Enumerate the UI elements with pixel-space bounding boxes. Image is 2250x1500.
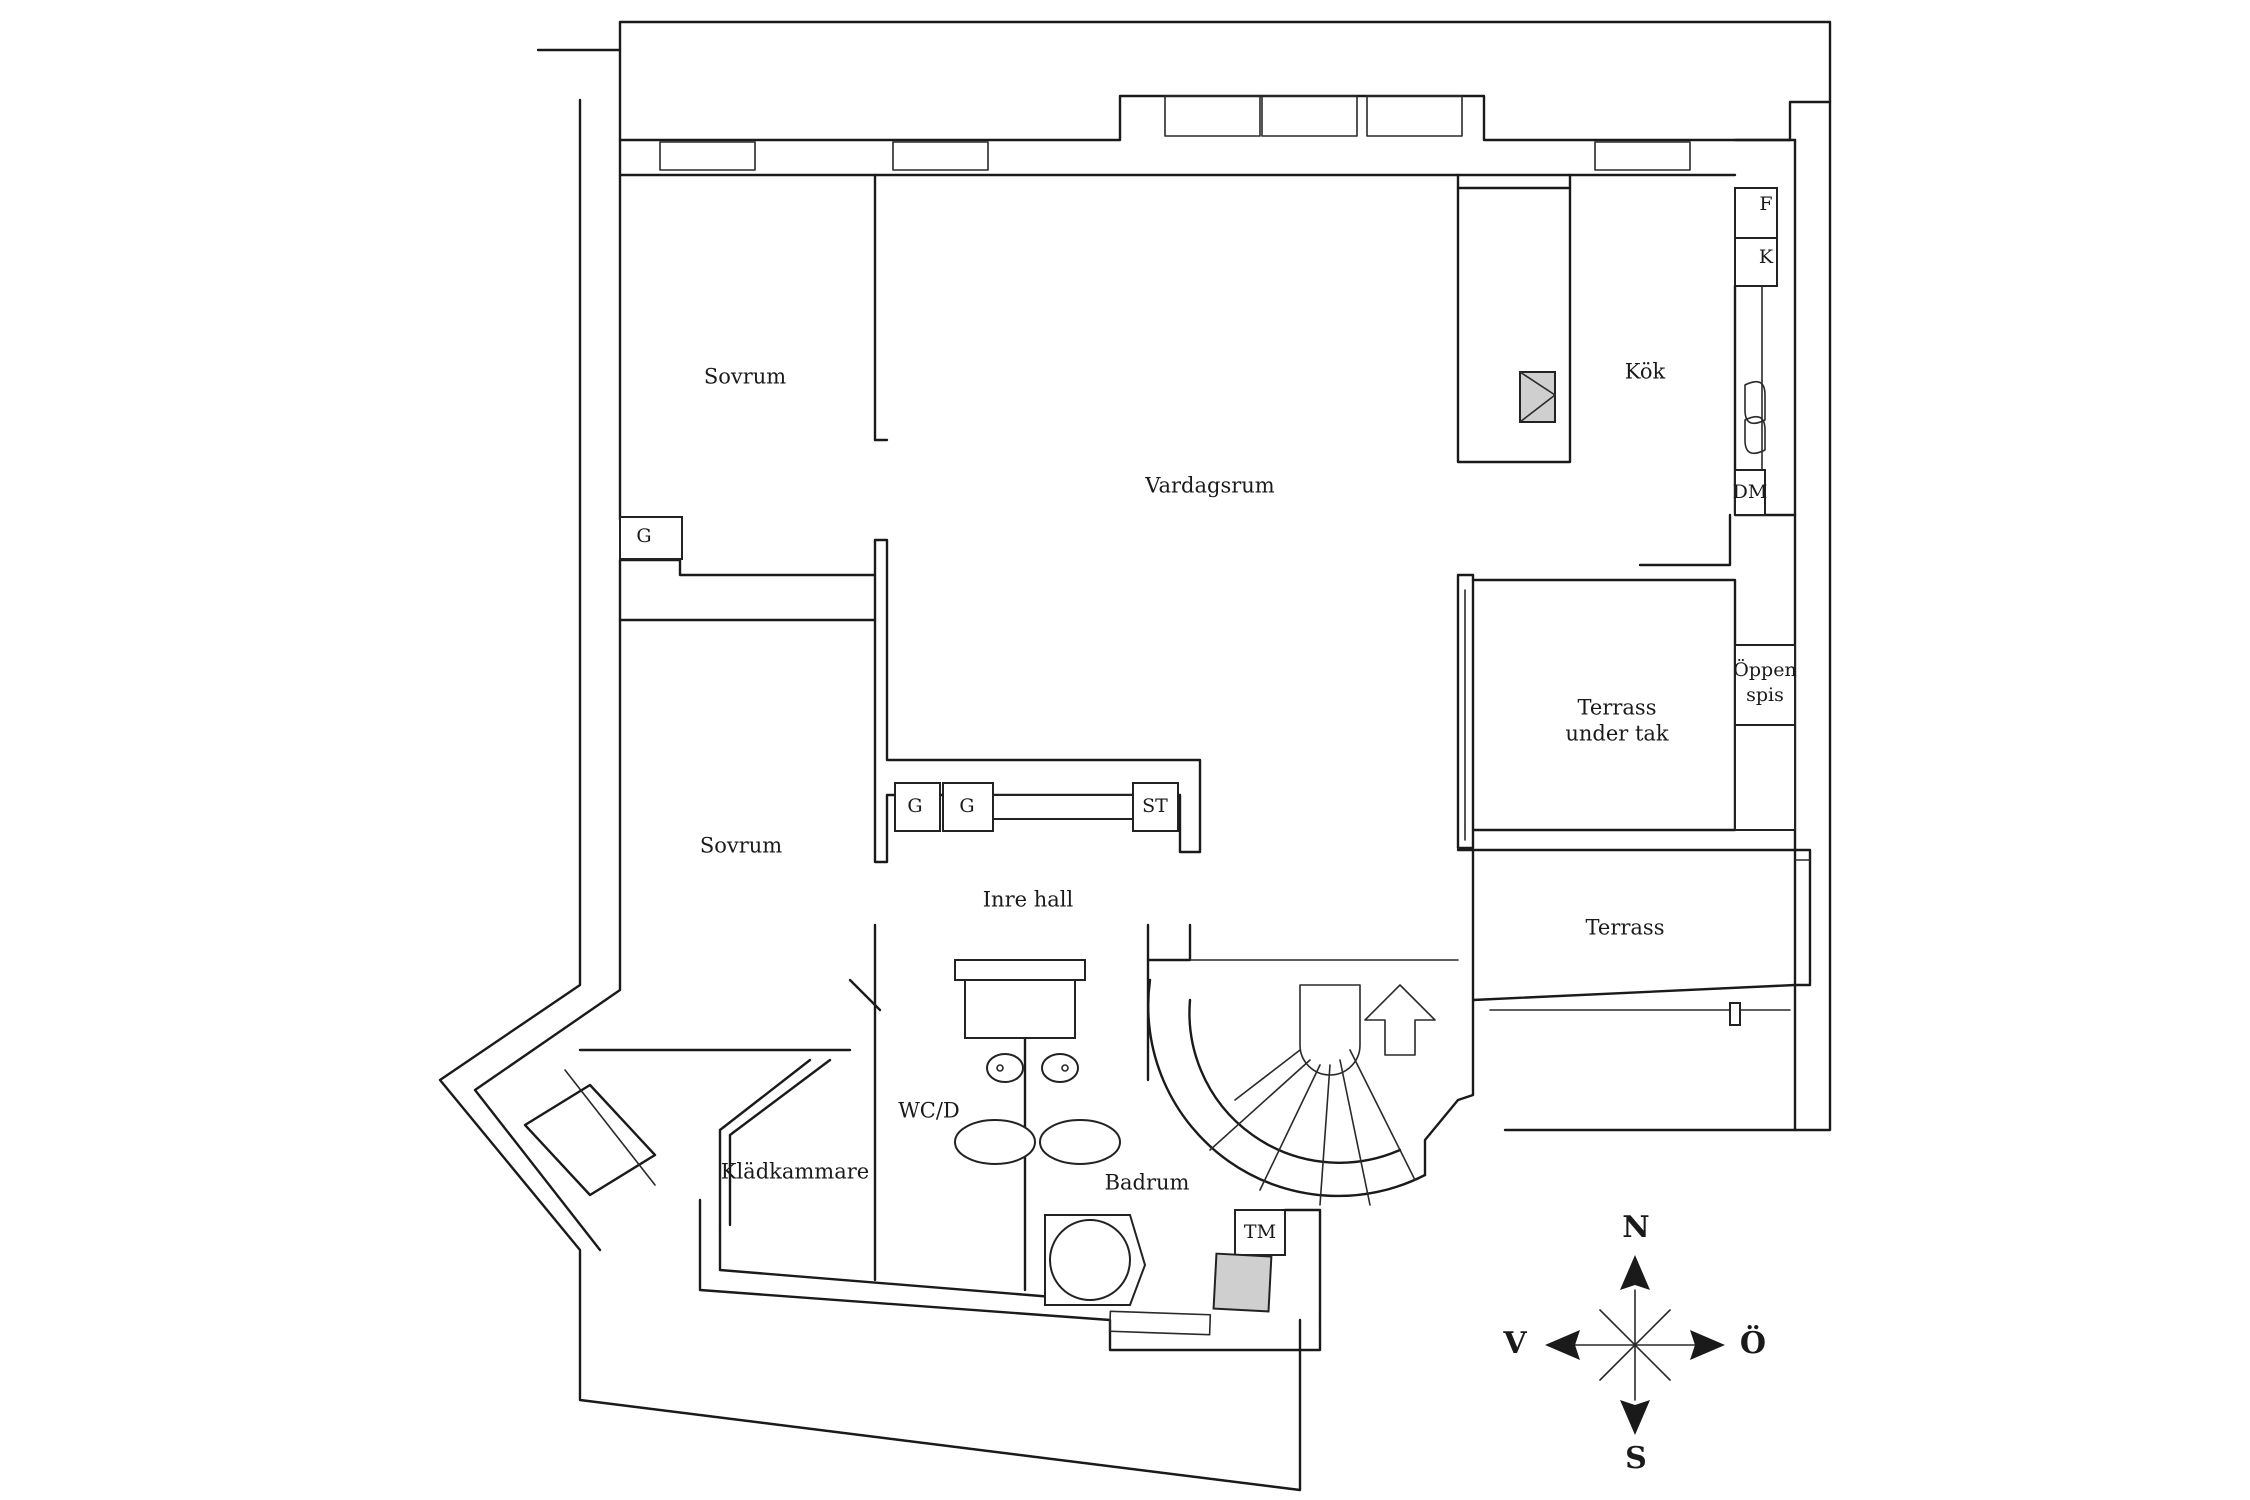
- room-label-sovrum-south: Sovrum: [700, 834, 782, 858]
- room-label-wc-d: WC/D: [898, 1099, 960, 1123]
- fixture-label-k: K: [1759, 246, 1774, 268]
- compass-label-west: V: [1502, 1326, 1527, 1361]
- fixture-label-g-hall-1: G: [907, 795, 922, 817]
- room-label-kladkammare: Klädkammare: [721, 1160, 869, 1184]
- fixture-label-f: F: [1759, 193, 1772, 215]
- fixture-label-dm: DM: [1733, 481, 1768, 503]
- room-label-terrass: Terrass: [1586, 916, 1665, 940]
- room-label-sovrum-north: Sovrum: [704, 365, 786, 389]
- compass-label-north: N: [1622, 1210, 1649, 1245]
- compass-label-south: S: [1625, 1441, 1647, 1476]
- fixture-label-tm: TM: [1244, 1221, 1276, 1243]
- compass-west-arrow: [1545, 1330, 1580, 1360]
- compass-north-arrow: [1620, 1255, 1650, 1290]
- compass-label-east: Ö: [1740, 1324, 1766, 1361]
- north-windows: [659, 95, 1691, 171]
- interior-walls: [523, 173, 1812, 1336]
- fixture-label-oppen-spis-2: spis: [1746, 684, 1784, 706]
- room-label-badrum: Badrum: [1105, 1171, 1190, 1195]
- fixture-label-g-hall-2: G: [959, 795, 974, 817]
- room-label-terrass-under-tak-1: Terrass: [1578, 696, 1657, 720]
- room-label-kok: Kök: [1625, 360, 1666, 384]
- fixture-label-g-bedroom: G: [636, 525, 651, 547]
- room-label-vardagsrum: Vardagsrum: [1144, 474, 1275, 498]
- room-label-terrass-under-tak-2: under tak: [1565, 722, 1669, 746]
- compass-rose: [1545, 1255, 1725, 1435]
- fixture-label-st: ST: [1142, 795, 1168, 817]
- fixture-label-oppen-spis-1: Öppen: [1733, 658, 1796, 681]
- compass-east-arrow: [1690, 1330, 1725, 1360]
- room-label-inre-hall: Inre hall: [983, 888, 1074, 912]
- compass-south-arrow: [1620, 1400, 1650, 1435]
